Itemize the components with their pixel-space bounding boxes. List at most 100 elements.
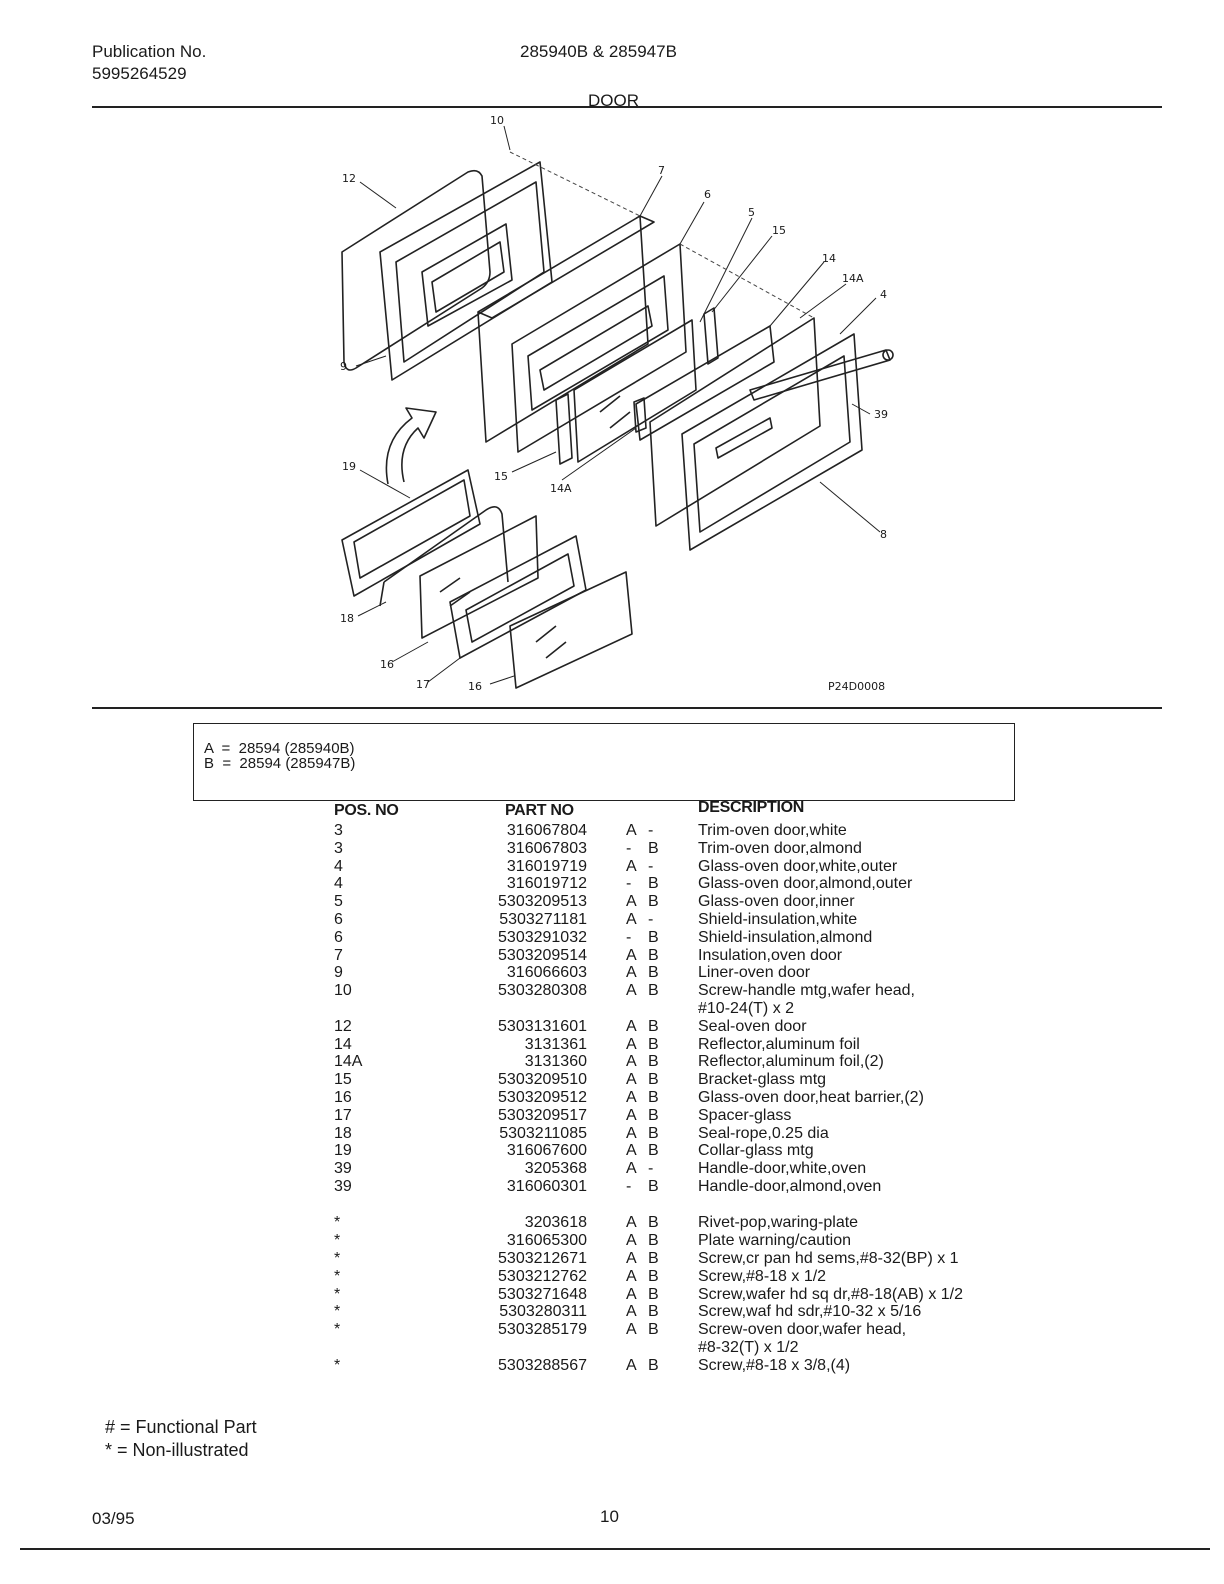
- model-b-cell: B: [648, 1250, 659, 1268]
- callout-9: 9: [340, 360, 347, 373]
- rope-seal-part: [383, 506, 509, 583]
- callout-12: 12: [342, 172, 356, 185]
- callout-8: 8: [880, 528, 887, 541]
- model-a-cell: A: [626, 1053, 637, 1071]
- model-a-cell: A: [626, 1214, 637, 1232]
- insulation-part: [477, 215, 649, 443]
- model-a-cell: A: [626, 1285, 637, 1303]
- pos-cell: *: [334, 1214, 341, 1232]
- part-number-cell: 5303209510: [498, 1071, 587, 1089]
- seal-part: [341, 169, 491, 371]
- callout-16-bottom: 16: [468, 680, 482, 693]
- description-cell: Screw,waf hd sdr,#10-32 x 5/16: [698, 1303, 922, 1321]
- model-legend-box: A = 28594 (285940B) B = 28594 (285947B): [193, 723, 1015, 801]
- pos-cell: 4: [334, 875, 343, 893]
- model-a-cell: A: [626, 1232, 637, 1250]
- description-cell: Liner-oven door: [698, 964, 811, 982]
- section-title: DOOR: [588, 91, 639, 110]
- callout-14a-top: 14A: [842, 272, 864, 285]
- description-cell: Reflector,aluminum foil,(2): [698, 1053, 884, 1071]
- part-number-cell: 3131360: [524, 1053, 587, 1071]
- diagram-code: P24D0008: [828, 680, 885, 693]
- footer-rule: [20, 1548, 1210, 1550]
- description-cell: Reflector,aluminum foil: [698, 1035, 860, 1053]
- pos-cell: 6: [334, 928, 343, 946]
- model-b-cell: B: [648, 1071, 659, 1089]
- model-b-cell: B: [648, 1089, 659, 1106]
- description-continuation: #8-32(T) x 1/2: [698, 1339, 799, 1357]
- pos-cell: 39: [334, 1160, 352, 1178]
- pos-cell: 12: [334, 1017, 352, 1035]
- part-number-cell: 5303285179: [498, 1321, 587, 1339]
- description-cell: Screw,wafer hd sq dr,#8-18(AB) x 1/2: [698, 1285, 964, 1303]
- pos-cell: 18: [334, 1124, 352, 1142]
- model-b-cell: B: [648, 1321, 659, 1339]
- description-cell: Glass-oven door,heat barrier,(2): [698, 1089, 924, 1106]
- part-number-cell: 316019712: [506, 875, 587, 893]
- description-cell: Glass-oven door,almond,outer: [698, 875, 913, 893]
- part-number-cell: 5303209514: [498, 946, 587, 964]
- model-b-cell: B: [648, 946, 659, 964]
- part-number-cell: 5303212762: [498, 1267, 587, 1285]
- part-number-cell: 3131361: [524, 1035, 587, 1053]
- model-a-cell: A: [626, 1035, 637, 1053]
- inner-glass-part: [573, 319, 697, 463]
- footnote-functional: # = Functional Part: [105, 1417, 257, 1437]
- model-b-cell: B: [648, 1232, 659, 1250]
- pos-cell: 14A: [334, 1053, 363, 1071]
- trim-part: [681, 333, 863, 551]
- model-b-cell: B: [648, 1356, 659, 1374]
- description-cell: Screw,cr pan hd sems,#8-32(BP) x 1: [698, 1250, 959, 1268]
- pos-cell: *: [334, 1303, 341, 1321]
- part-number-cell: 5303280311: [499, 1303, 587, 1321]
- model-a-cell: A: [626, 1124, 637, 1142]
- pos-cell: *: [334, 1285, 341, 1303]
- header-part-no: PART NO: [505, 802, 574, 819]
- pos-cell: *: [334, 1321, 341, 1339]
- model-a-cell: -: [626, 839, 632, 857]
- callout-19: 19: [342, 460, 356, 473]
- description-cell: Shield-insulation,white: [698, 911, 858, 928]
- description-cell: Glass-oven door,white,outer: [698, 857, 898, 875]
- model-b-cell: -: [648, 822, 654, 839]
- part-number-cell: 316019719: [506, 857, 587, 875]
- pos-cell: 7: [334, 946, 343, 964]
- description-cell: Spacer-glass: [698, 1106, 792, 1124]
- callout-14a-bottom: 14A: [550, 482, 572, 495]
- callout-16-left: 16: [380, 658, 394, 671]
- pos-cell: 15: [334, 1071, 352, 1089]
- callout-17: 17: [416, 678, 430, 691]
- door-exploded-diagram: 10 12 7 6 5 15 14 14A 4 9 39 19 15 14A 8…: [340, 114, 894, 693]
- model-a-cell: A: [626, 964, 637, 982]
- description-cell: Handle-door,almond,oven: [698, 1178, 882, 1195]
- model-b-cell: B: [648, 875, 659, 893]
- model-a-cell: A: [626, 1106, 637, 1124]
- model-b-cell: B: [648, 1106, 659, 1124]
- model-b-cell: B: [648, 1285, 659, 1303]
- publication-number: 5995264529: [92, 64, 187, 83]
- legend-b: B = 28594 (285947B): [204, 755, 356, 772]
- model-a-cell: -: [626, 928, 632, 946]
- pos-cell: 3: [334, 822, 343, 839]
- part-number-cell: 5303271181: [499, 911, 587, 928]
- model-b-cell: B: [648, 928, 659, 946]
- description-cell: Bracket-glass mtg: [698, 1071, 827, 1089]
- model-a-cell: A: [626, 1017, 637, 1035]
- header-pos-no: POS. NO: [334, 802, 399, 819]
- model-a-cell: A: [626, 1250, 637, 1268]
- model-b-cell: B: [648, 1267, 659, 1285]
- part-number-cell: 316060301: [506, 1178, 587, 1195]
- model-a-cell: A: [626, 822, 637, 839]
- pos-cell: *: [334, 1356, 341, 1374]
- description-cell: Screw,#8-18 x 1/2: [698, 1267, 827, 1285]
- pos-cell: 5: [334, 893, 343, 911]
- callout-14: 14: [822, 252, 836, 265]
- page-number: 10: [600, 1507, 619, 1526]
- model-a-cell: A: [626, 1356, 637, 1374]
- model-a-cell: A: [626, 1071, 637, 1089]
- model-a-cell: A: [626, 982, 637, 1000]
- part-number-cell: 316067600: [506, 1142, 587, 1160]
- model-b-cell: B: [648, 1017, 659, 1035]
- model-a-cell: -: [626, 1178, 632, 1195]
- model-b-cell: B: [648, 1053, 659, 1071]
